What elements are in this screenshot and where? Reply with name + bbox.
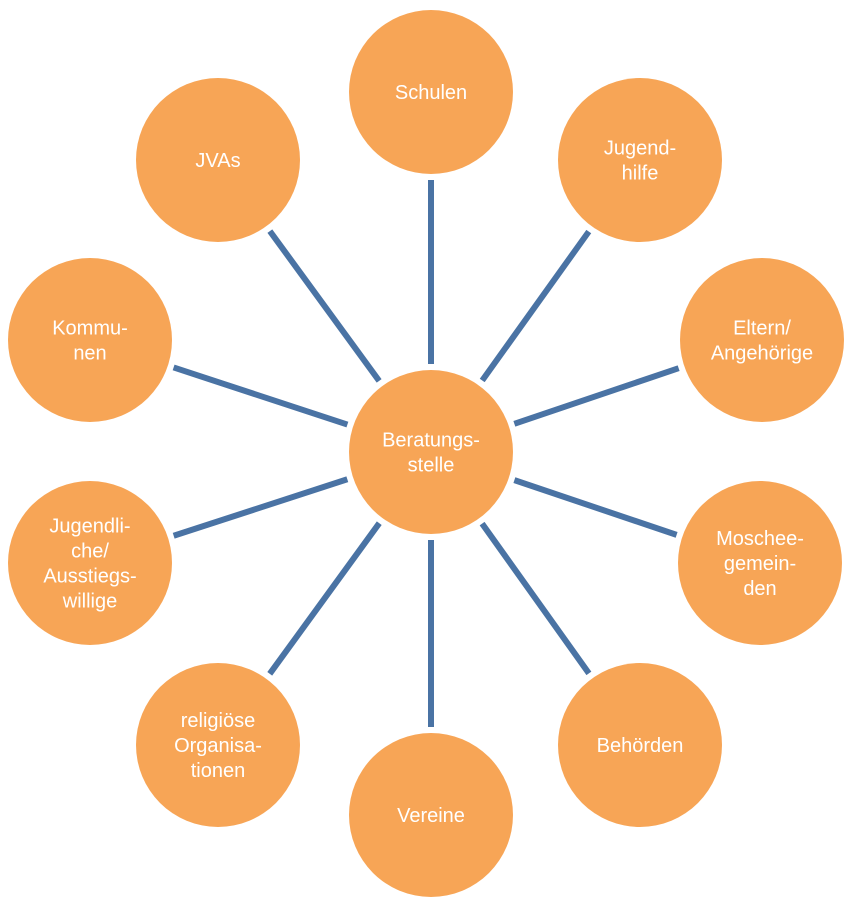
- node-jugendliche-ausstiegswillige-circle: [8, 481, 172, 645]
- node-jugendhilfe-circle: [558, 78, 722, 242]
- spoke-jugendhilfe: [479, 229, 592, 383]
- node-schulen-circle: [349, 10, 513, 174]
- center-node-label-line: Beratungs-: [382, 430, 480, 452]
- node-eltern-angehoerige-label-line: Angehörige: [711, 343, 813, 365]
- node-behoerden: Behörden: [558, 663, 722, 827]
- node-moscheegemeinden: Moschee-gemein-den: [678, 481, 842, 645]
- node-kommunen-label-line: Kommu-: [52, 318, 128, 340]
- node-behoerden-circle: [558, 663, 722, 827]
- spoke-jugendliche-ausstiegswillige: [172, 476, 349, 539]
- node-religioese-organisationen-label-line: tionen: [191, 760, 246, 782]
- node-jvas-circle: [136, 78, 300, 242]
- spoke-moscheegemeinden: [513, 477, 678, 538]
- node-kommunen-circle: [8, 258, 172, 422]
- node-jugendhilfe: Jugend-hilfe: [558, 78, 722, 242]
- node-behoerden-label-line: Behörden: [597, 735, 684, 757]
- node-vereine-circle: [349, 733, 513, 897]
- spoke-jvas: [267, 229, 382, 383]
- center-node-circle: [349, 370, 513, 534]
- node-jugendliche-ausstiegswillige: Jugendli-che/Ausstiegs-willige: [8, 481, 172, 645]
- spoke-religioese-organisationen: [267, 521, 382, 676]
- node-jugendliche-ausstiegswillige-label-line: Jugendli-: [49, 516, 130, 538]
- spoke-behoerden: [479, 521, 592, 676]
- node-vereine-label-line: Vereine: [397, 805, 465, 827]
- nodes: Beratungs-stelleSchulenJugend-hilfeElter…: [8, 10, 844, 897]
- node-eltern-angehoerige-circle: [680, 258, 844, 422]
- node-schulen: Schulen: [349, 10, 513, 174]
- node-jugendliche-ausstiegswillige-label-line: willige: [62, 591, 117, 613]
- node-jvas-label-line: JVAs: [195, 150, 240, 172]
- node-kommunen: Kommu-nen: [8, 258, 172, 422]
- node-moscheegemeinden-label-line: Moschee-: [716, 528, 804, 550]
- node-jugendhilfe-label-line: Jugend-: [604, 138, 676, 160]
- node-eltern-angehoerige-label-line: Eltern/: [733, 318, 791, 340]
- center-node: Beratungs-stelle: [349, 370, 513, 534]
- node-moscheegemeinden-circle: [678, 481, 842, 645]
- node-kommunen-label-line: nen: [73, 343, 106, 365]
- spokes: [172, 180, 680, 727]
- spoke-kommunen: [172, 364, 349, 428]
- node-jvas: JVAs: [136, 78, 300, 242]
- center-node-label-line: stelle: [408, 455, 455, 477]
- node-vereine: Vereine: [349, 733, 513, 897]
- node-jugendliche-ausstiegswillige-label-line: che/: [71, 541, 109, 563]
- node-religioese-organisationen-label-line: religiöse: [181, 710, 255, 732]
- node-moscheegemeinden-label-line: gemein-: [724, 553, 796, 575]
- node-jugendhilfe-label-line: hilfe: [622, 163, 659, 185]
- node-schulen-label-line: Schulen: [395, 82, 467, 104]
- node-religioese-organisationen-circle: [136, 663, 300, 827]
- spoke-eltern-angehoerige: [513, 365, 680, 427]
- node-religioese-organisationen-label-line: Organisa-: [174, 735, 262, 757]
- node-eltern-angehoerige: Eltern/Angehörige: [680, 258, 844, 422]
- node-moscheegemeinden-label-line: den: [743, 578, 776, 600]
- node-jugendliche-ausstiegswillige-label-line: Ausstiegs-: [43, 566, 136, 588]
